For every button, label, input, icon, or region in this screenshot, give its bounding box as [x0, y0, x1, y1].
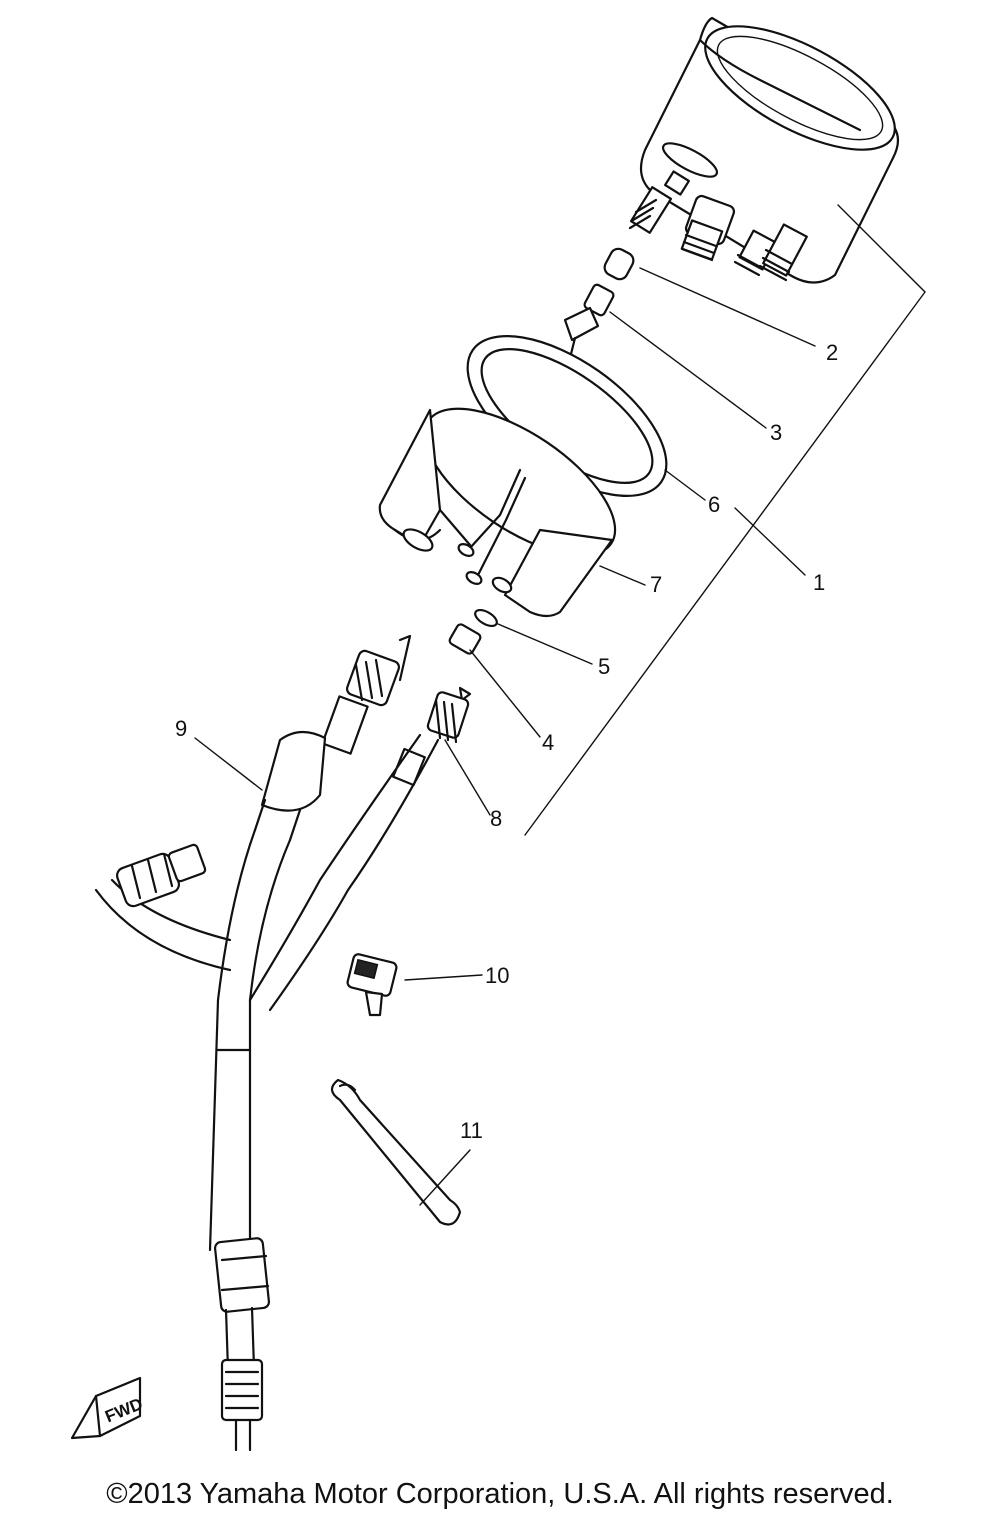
leader-lines	[194, 204, 926, 1206]
callout-5: 5	[598, 654, 610, 679]
cable-holder	[346, 953, 398, 1017]
washer	[474, 608, 498, 628]
callout-4: 4	[542, 730, 554, 755]
callout-2: 2	[826, 340, 838, 365]
fwd-arrow-icon: FWD	[70, 1376, 145, 1440]
bulb	[603, 247, 635, 281]
callout-9: 9	[175, 716, 187, 741]
parts-diagram: 1 2 3 4 5 6 7 8 9 10 11 FWD	[70, 16, 926, 1452]
callout-8: 8	[490, 806, 502, 831]
callout-11: 11	[460, 1118, 483, 1143]
callout-3: 3	[770, 420, 782, 445]
meter-housing	[628, 16, 900, 284]
copyright-notice: ©2013 Yamaha Motor Corporation, U.S.A. A…	[106, 1478, 894, 1510]
callout-10: 10	[485, 963, 509, 988]
cable-clip	[330, 1078, 462, 1226]
callouts: 1 2 3 4 5 6 7 8 9 10 11	[175, 340, 838, 1143]
callout-1: 1	[813, 570, 825, 595]
tachometer-cable	[248, 686, 472, 1012]
nut	[448, 623, 482, 655]
speedometer-cable	[94, 634, 412, 1452]
meter-case	[378, 407, 617, 618]
callout-6: 6	[708, 492, 720, 517]
callout-7: 7	[650, 572, 662, 597]
